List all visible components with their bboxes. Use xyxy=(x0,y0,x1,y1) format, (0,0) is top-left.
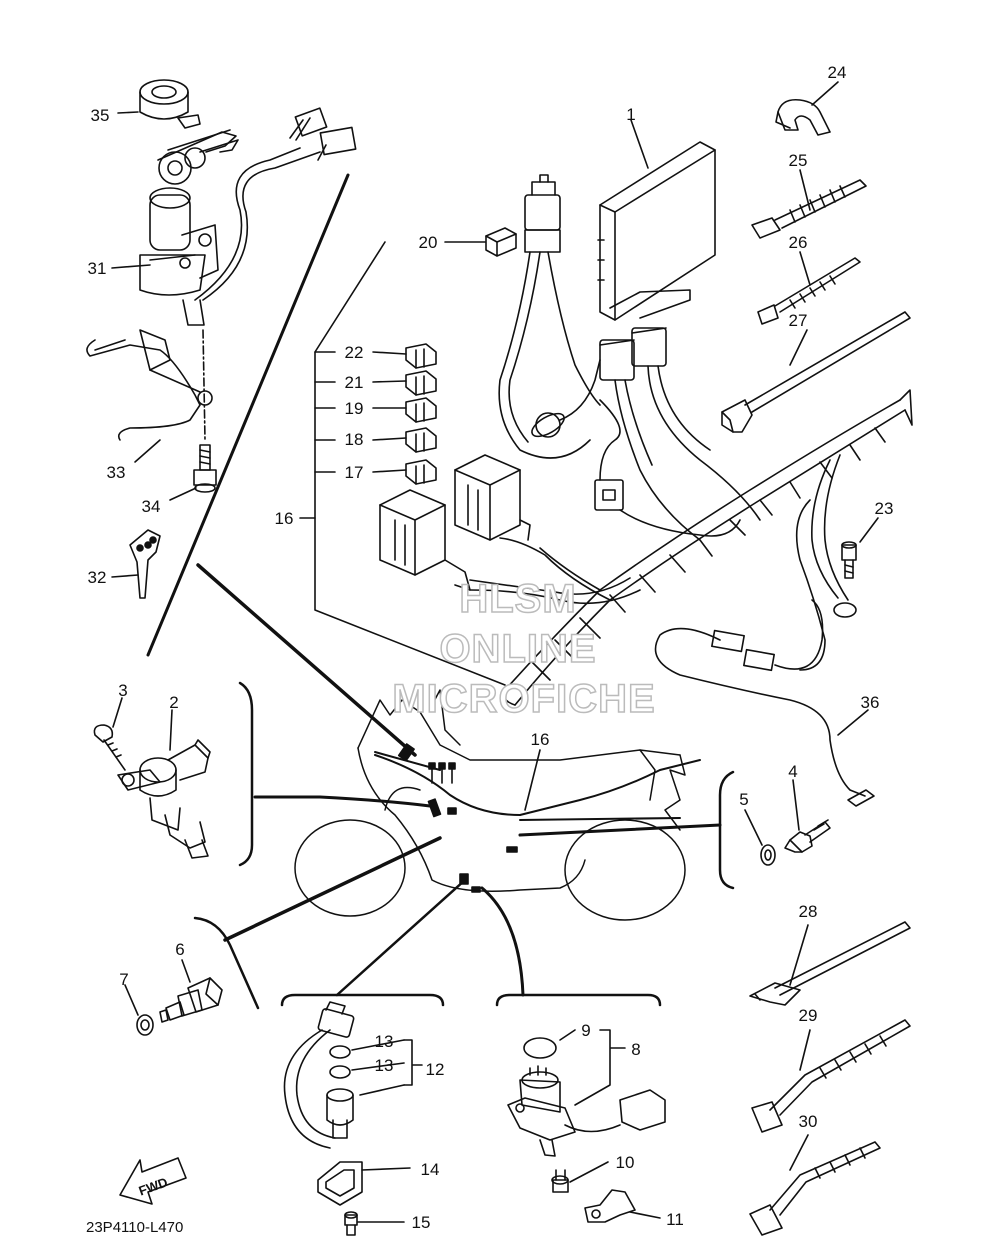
part-29-tie xyxy=(751,1019,911,1133)
part-24-clamp xyxy=(775,98,831,136)
part-28-tie xyxy=(749,921,911,1006)
label-21: 21 xyxy=(345,373,364,392)
label-11: 11 xyxy=(666,1210,684,1229)
label-36: 36 xyxy=(861,693,880,712)
part-8-speed-sensor xyxy=(507,1037,666,1157)
label-20: 20 xyxy=(419,233,438,252)
label-17: 17 xyxy=(345,463,364,482)
relay-left xyxy=(379,489,471,591)
label-24: 24 xyxy=(828,63,847,82)
part-23-bolt xyxy=(841,541,857,579)
part-30-tie xyxy=(749,1141,881,1236)
label-23: 23 xyxy=(875,499,894,518)
part-1-ecu xyxy=(597,141,716,321)
label-16b: 16 xyxy=(531,730,550,749)
watermark-line-2: ONLINE xyxy=(439,627,596,671)
part-25-tie xyxy=(751,179,867,239)
label-33: 33 xyxy=(107,463,126,482)
relay-right xyxy=(454,454,531,541)
label-9: 9 xyxy=(581,1021,590,1040)
label-34: 34 xyxy=(142,497,161,516)
part-5-washer xyxy=(760,844,776,866)
part-26-tie xyxy=(757,257,861,325)
part-4-plug xyxy=(784,819,831,853)
label-15: 15 xyxy=(412,1213,431,1232)
fuse-18 xyxy=(405,427,437,453)
part-20-fuse xyxy=(485,227,517,257)
part-31-main-switch xyxy=(139,129,239,326)
drawing-code: 23P4110-L470 xyxy=(86,1219,183,1236)
label-4: 4 xyxy=(788,762,797,781)
label-28: 28 xyxy=(799,902,818,921)
part-27-tie xyxy=(721,311,911,433)
label-35: 35 xyxy=(91,106,110,125)
part-14-bracket xyxy=(317,1161,363,1206)
fuse-17 xyxy=(405,459,437,485)
label-27: 27 xyxy=(789,311,808,330)
part-2-coil xyxy=(139,739,211,859)
watermark-line-3: MICROFICHE xyxy=(392,677,655,721)
part-6-sensor xyxy=(159,977,223,1023)
label-6: 6 xyxy=(175,940,184,959)
label-22: 22 xyxy=(345,343,364,362)
part-11-clip xyxy=(584,1189,636,1223)
label-18: 18 xyxy=(345,430,364,449)
label-25: 25 xyxy=(789,151,808,170)
label-19: 19 xyxy=(345,399,364,418)
label-16a: 16 xyxy=(275,509,294,528)
label-3: 3 xyxy=(118,681,127,700)
label-31: 31 xyxy=(88,259,107,278)
part-7-gasket xyxy=(136,1014,154,1036)
part-36-lead xyxy=(654,599,875,807)
part-10-bolt xyxy=(551,1169,569,1193)
part-16-wire-harness xyxy=(469,174,913,706)
watermark-line-1: HLSM xyxy=(459,577,576,621)
label-32: 32 xyxy=(88,568,107,587)
label-2: 2 xyxy=(169,693,178,712)
part-33-wire xyxy=(86,329,213,441)
label-29: 29 xyxy=(799,1006,818,1025)
label-13a: 13 xyxy=(375,1032,394,1051)
label-30: 30 xyxy=(799,1112,818,1131)
label-14: 14 xyxy=(421,1160,440,1179)
part-15-bolt xyxy=(344,1211,358,1236)
fuse-19 xyxy=(405,397,437,423)
watermark: HLSM ONLINE MICROFICHE xyxy=(392,576,656,722)
label-1: 1 xyxy=(626,105,635,124)
part-12-sensor-lead xyxy=(283,1001,355,1149)
panel-left-bracket xyxy=(238,681,254,867)
part-35-cap xyxy=(139,79,201,129)
label-10: 10 xyxy=(616,1153,635,1172)
panel-right-bracket xyxy=(718,770,735,890)
label-12: 12 xyxy=(426,1060,445,1079)
fuse-22 xyxy=(405,343,437,369)
left-callout-line xyxy=(146,173,350,657)
label-13b: 13 xyxy=(375,1056,394,1075)
part-34-bolt xyxy=(193,444,217,493)
part-3-bolt xyxy=(93,724,161,791)
label-8: 8 xyxy=(631,1040,640,1059)
fwd-arrow-icon xyxy=(119,1157,187,1205)
part-32-key xyxy=(129,529,161,599)
fuse-21 xyxy=(405,370,437,396)
label-7: 7 xyxy=(119,970,128,989)
label-5: 5 xyxy=(739,790,748,809)
label-26: 26 xyxy=(789,233,808,252)
